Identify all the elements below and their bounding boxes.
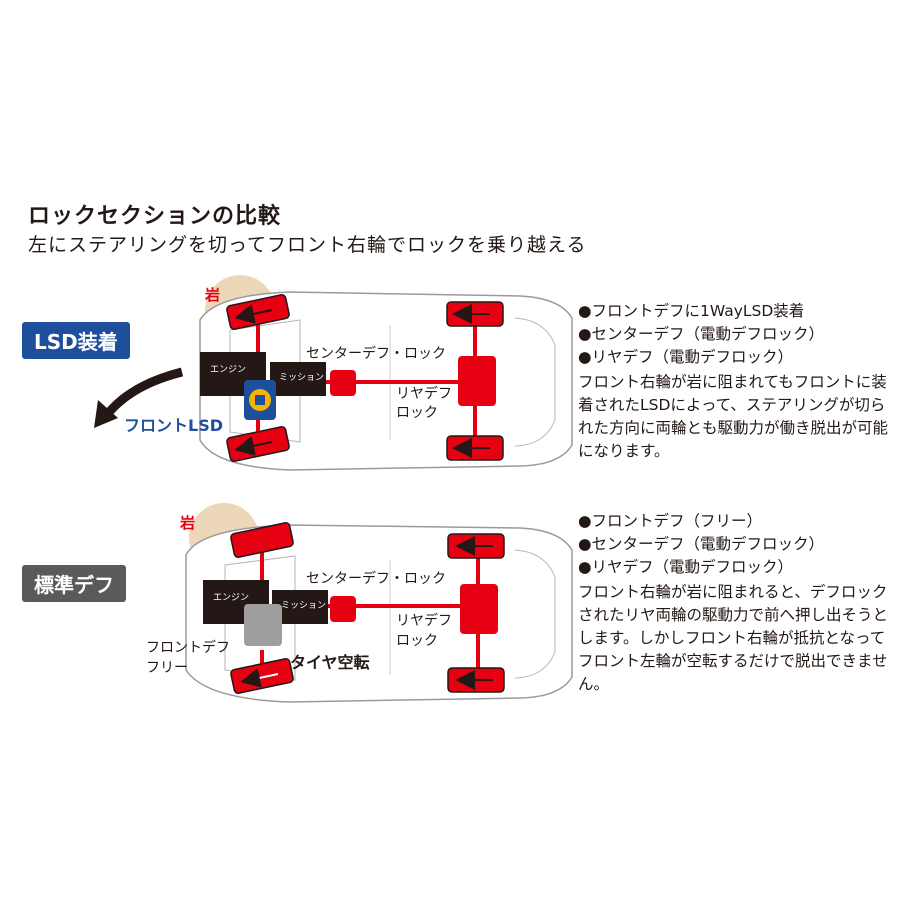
wheel-arrow (234, 304, 273, 324)
center-diff-block (330, 370, 356, 396)
front-right-wheel (230, 522, 294, 558)
wheel-arrow (234, 436, 273, 456)
front-lsd-label: フロントLSD (124, 416, 223, 435)
standard-bullet: ●センターデフ（電動デフロック） (578, 535, 825, 553)
front-free-label-2: フリー (146, 660, 188, 676)
front-free-diff-block (244, 604, 282, 646)
standard-diff-badge: 標準デフ (22, 565, 126, 602)
lsd-diagram (94, 275, 573, 471)
page-title: ロックセクションの比較 (28, 204, 282, 229)
rear-diff-block (458, 356, 496, 406)
lsd-mission-label: ミッション (279, 373, 324, 383)
wheel-arrow-spin (240, 668, 279, 688)
standard-rear-diff-label-1: リヤデフ (396, 612, 452, 629)
lsd-rear-diff-label-2: ロック (396, 405, 438, 421)
standard-bullet: ●フロントデフ（フリー） (578, 512, 763, 530)
center-diff-block (330, 596, 356, 622)
standard-bullet: ●リヤデフ（電動デフロック） (578, 558, 794, 576)
lsd-center-diff-label: センターデフ・ロック (306, 345, 446, 362)
steering-arrow-head (94, 400, 118, 428)
standard-rear-diff-label-2: ロック (396, 633, 438, 649)
lsd-engine-label: エンジン (210, 365, 246, 375)
steering-arrow (102, 367, 184, 419)
mission-block (270, 362, 326, 396)
standard-description: ●フロントデフ（フリー） ●センターデフ（電動デフロック） ●リヤデフ（電動デフ… (578, 510, 888, 696)
lsd-rear-diff-label-1: リヤデフ (396, 385, 452, 402)
lsd-description: ●フロントデフに1WayLSD装着 ●センターデフ（電動デフロック） ●リヤデフ… (578, 300, 888, 463)
lsd-bullet: ●フロントデフに1WayLSD装着 (578, 302, 805, 320)
standard-center-diff-label: センターデフ・ロック (306, 570, 446, 587)
car-hood-line (224, 555, 296, 681)
page-subtitle: 左にステアリングを切ってフロント右輪でロックを乗り越える (28, 234, 587, 256)
tire-spin-label: タイヤ空転 (290, 653, 370, 672)
standard-paragraph: フロント右輪が岩に阻まれると、デフロックされたリヤ両輪の駆動力で前へ押し出そうと… (578, 583, 889, 693)
car-rear-window (514, 549, 556, 679)
lsd-bullet: ●センターデフ（電動デフロック） (578, 325, 825, 343)
standard-diagram (185, 503, 573, 703)
car-rear-window (514, 317, 556, 447)
lsd-badge: LSD装着 (22, 322, 130, 359)
lsd-bullet: ●リヤデフ（電動デフロック） (578, 348, 794, 366)
car-hood-line (229, 319, 301, 443)
standard-engine-label: エンジン (213, 593, 249, 603)
lsd-rock-label: 岩 (204, 286, 220, 304)
front-lsd-gear-hub (255, 395, 265, 405)
rear-diff-block (460, 584, 498, 634)
lsd-paragraph: フロント右輪が岩に阻まれてもフロントに装着されたLSDによって、ステアリングが切… (578, 373, 889, 460)
front-free-label-1: フロントデフ (146, 639, 230, 656)
standard-rock-label: 岩 (179, 514, 195, 532)
car-body-outline (185, 524, 573, 703)
standard-mission-label: ミッション (281, 601, 326, 611)
